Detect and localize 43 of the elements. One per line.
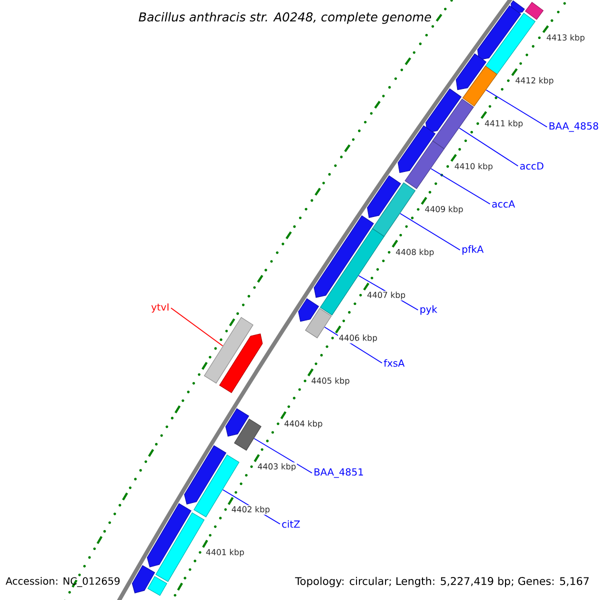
tick-label: 4403 kbp [256,462,297,472]
gene-feature [225,408,250,437]
genome-info: Topology: circular; Length: 5,227,419 bp; Genes: 5,167 [295,576,589,588]
leader-line [400,213,460,250]
gene-label: BAA_4858 [550,122,598,132]
tick-label: 4411 kbp [484,119,524,129]
gene-feature [219,333,263,394]
leader-line [486,90,548,128]
leader-line [458,128,518,166]
gene-label: fxsA [384,359,405,367]
gene-feature [367,175,402,218]
gene-feature [146,503,192,568]
tick-label: 4406 kbp [338,334,378,344]
tick-label: 4404 kbp [283,419,324,429]
leader-line [170,308,224,346]
gene-feature [456,53,486,90]
leader-line [430,168,490,204]
tick-label: 4410 kbp [454,162,494,172]
gene-feature [184,445,226,504]
gene-bar [372,182,416,237]
gene-feature [477,5,522,60]
tick-label: 4402 kbp [230,505,271,515]
gene-label: accD [520,162,544,170]
gene-feature [298,298,320,322]
gene-bar [432,98,474,150]
gene-label: citZ [282,520,300,528]
gene-bar [462,66,498,106]
gene-label: pfkA [462,245,484,255]
tick-label: 4412 kbp [514,76,555,86]
title: Bacillus anthracis str. A0248, complete genome [138,12,432,24]
tick-label: 4407 kbp [366,290,406,300]
tick-label: 4409 kbp [424,205,464,215]
gene-feature [398,125,436,174]
tick-label: 4413 kbp [546,33,586,43]
gene-label: accA [492,200,515,208]
gene-label: BAA_4851 [314,468,363,478]
tick-label: 4408 kbp [394,248,435,258]
tick-label: 4405 kbp [310,376,351,386]
gene-label: ytvI [151,303,168,313]
gene-label: pyk [420,305,438,315]
tick-label: 4401 kbp [204,548,246,558]
leader-line [254,438,312,474]
gene-feature [132,565,156,594]
